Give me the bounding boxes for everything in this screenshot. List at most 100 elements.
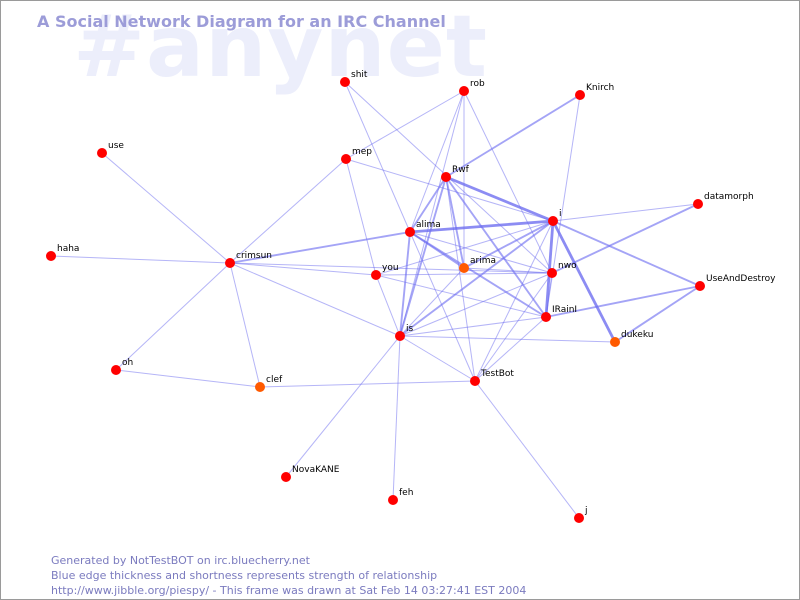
node-label-mep: mep [352, 147, 372, 157]
edge-datamorph-i [552, 203, 699, 222]
edges-layer [50, 81, 701, 519]
node-use[interactable] [97, 148, 107, 158]
edge-i-alima [409, 219, 554, 234]
node-clef[interactable] [255, 382, 265, 392]
edge-alima-TestBot [409, 231, 476, 382]
node-shit[interactable] [340, 77, 350, 87]
edge-clef-TestBot [259, 380, 476, 388]
node-label-clef: clef [266, 375, 283, 385]
edge-arima-nwo [463, 267, 553, 274]
node-label-Rwf: Rwf [452, 165, 470, 175]
node-datamorph[interactable] [693, 199, 703, 209]
node-feh[interactable] [388, 495, 398, 505]
edge-nwo-TestBot [474, 272, 553, 382]
node-is[interactable] [395, 331, 405, 341]
node-label-j: j [584, 506, 588, 516]
edge-alima-crimsun [229, 231, 411, 264]
edge-crimsun-you [229, 262, 377, 276]
node-arima[interactable] [459, 263, 469, 273]
edge-Rwf-TestBot [445, 176, 476, 382]
node-label-NovaKANE: NovaKANE [292, 465, 340, 475]
edge-shit-alima [344, 81, 411, 233]
edge-i-UseAndDestroy [552, 220, 701, 287]
node-label-i: i [559, 209, 562, 219]
edge-UseAndDestroy-IRainI [545, 285, 701, 318]
edge-nwo-IRainI [545, 272, 553, 318]
node-label-crimsun: crimsun [236, 251, 272, 261]
node-Rwf[interactable] [441, 172, 451, 182]
node-i[interactable] [548, 216, 558, 226]
node-crimsun[interactable] [225, 258, 235, 268]
edge-TestBot-j [474, 380, 580, 519]
edge-is-feh [392, 335, 401, 501]
edge-UseAndDestroy-dukeku [614, 285, 701, 343]
edge-rob-mep [345, 90, 465, 160]
edge-you-is [375, 274, 401, 337]
node-label-you: you [382, 263, 399, 273]
edge-Knirch-Rwf [445, 94, 581, 178]
edge-mep-crimsun [229, 158, 347, 264]
edge-i-is [399, 220, 554, 337]
edge-Rwf-alima [409, 176, 447, 233]
edge-is-TestBot [399, 335, 476, 382]
node-Knirch[interactable] [575, 90, 585, 100]
node-IRainI[interactable] [541, 312, 551, 322]
node-oh[interactable] [111, 365, 121, 375]
node-nwo[interactable] [547, 268, 557, 278]
node-alima[interactable] [405, 227, 415, 237]
edge-haha-crimsun [50, 255, 231, 264]
node-mep[interactable] [341, 154, 351, 164]
node-label-datamorph: datamorph [704, 192, 754, 202]
node-TestBot[interactable] [470, 376, 480, 386]
edge-is-NovaKANE [285, 335, 401, 478]
node-label-feh: feh [399, 488, 413, 498]
edge-i-TestBot [474, 220, 554, 382]
edge-crimsun-nwo [229, 262, 553, 274]
channel-watermark: #anynet [73, 0, 489, 97]
edge-alima-is [399, 231, 411, 337]
edge-mep-you [345, 158, 377, 276]
diagram-title: A Social Network Diagram for an IRC Chan… [37, 12, 446, 31]
edge-alima-nwo [409, 231, 553, 274]
edge-you-nwo [375, 272, 553, 276]
edge-arima-is [399, 267, 465, 337]
node-label-dukeku: dukeku [621, 330, 653, 340]
edge-crimsun-is [229, 262, 401, 337]
edge-Rwf-i [445, 175, 554, 223]
node-you[interactable] [371, 270, 381, 280]
node-label-haha: haha [57, 244, 79, 254]
node-NovaKANE[interactable] [281, 472, 291, 482]
node-dukeku[interactable] [610, 337, 620, 347]
footer-legend-note: Blue edge thickness and shortness repres… [51, 569, 438, 582]
node-label-arima: arima [470, 256, 496, 266]
node-label-Knirch: Knirch [586, 83, 614, 93]
edge-rob-nwo [463, 90, 553, 274]
node-label-IRainI: IRainI [552, 305, 577, 315]
edge-i-dukeku [551, 220, 617, 343]
edge-crimsun-oh [115, 262, 231, 371]
edge-crimsun-clef [229, 262, 261, 388]
edge-is-dukeku [399, 335, 616, 343]
node-haha[interactable] [46, 251, 56, 261]
edge-Rwf-IRainI [445, 176, 547, 318]
footer-generated-by: Generated by NotTestBOT on irc.bluecherr… [51, 554, 310, 567]
edge-i-arima [463, 220, 554, 269]
edge-use-crimsun [101, 152, 231, 264]
edge-Rwf-is [399, 176, 447, 337]
edge-Rwf-arima [445, 176, 465, 269]
node-j[interactable] [574, 513, 584, 523]
node-rob[interactable] [459, 86, 469, 96]
node-label-nwo: nwo [558, 261, 577, 271]
node-UseAndDestroy[interactable] [695, 281, 705, 291]
edge-rob-is [399, 90, 465, 337]
footer-url-timestamp: http://www.jibble.org/piespy/ - This fra… [51, 584, 527, 597]
edge-IRainI-is [399, 316, 547, 337]
edge-nwo-is [399, 272, 553, 337]
node-label-is: is [406, 324, 414, 334]
edge-datamorph-nwo [551, 203, 699, 274]
node-label-alima: alima [416, 220, 441, 230]
node-label-TestBot: TestBot [480, 369, 514, 379]
